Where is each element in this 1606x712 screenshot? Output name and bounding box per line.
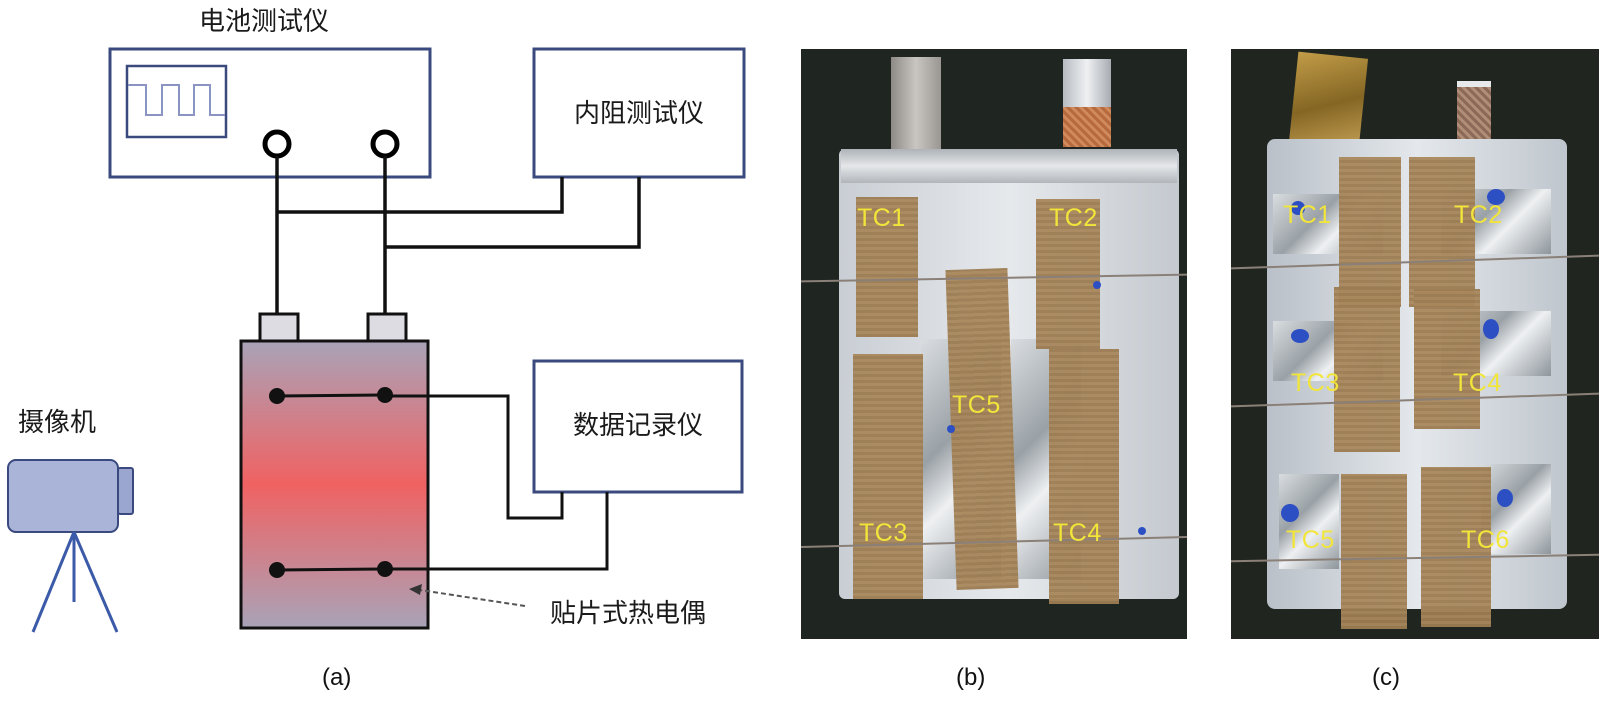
tc-label: TC1 (1283, 201, 1332, 229)
marker-dot (1487, 189, 1505, 205)
tc-label: TC2 (1049, 204, 1098, 232)
marker-dot (1497, 489, 1513, 507)
tc-label: TC2 (1454, 201, 1503, 229)
photo-c-pouch-cell: TC1 TC2 TC3 TC4 TC5 TC6 (1231, 49, 1599, 639)
marker-dot (1138, 527, 1146, 535)
tc-label: TC4 (1053, 519, 1102, 547)
tc-label: TC6 (1461, 526, 1510, 554)
square-wave-icon (128, 84, 225, 116)
foil-patch (1481, 464, 1551, 554)
terminal-positive-icon (262, 129, 292, 159)
data-logger-label: 数据记录仪 (573, 411, 703, 441)
tab-left (891, 57, 941, 152)
caption-c: (c) (1372, 664, 1400, 691)
terminal-negative-icon (370, 129, 400, 159)
thermocouple-wires (385, 394, 609, 571)
tc-label: TC1 (857, 204, 906, 232)
tape-tc1 (856, 197, 918, 337)
marker-dot (1483, 319, 1499, 339)
caption-b: (b) (956, 664, 986, 691)
schematic-diagram: 电池测试仪 内阻测试仪 数据记录仪 贴片式热电偶 摄像机 (7, 7, 746, 633)
tc-label: TC3 (859, 519, 908, 547)
thermocouple-top (269, 387, 393, 404)
tape-tc1 (1339, 157, 1401, 307)
caption-a: (a) (322, 664, 352, 691)
camera-icon (7, 459, 134, 633)
battery-tab-left (258, 312, 300, 343)
tc-label: TC5 (952, 391, 1001, 419)
tc-label: TC3 (1291, 369, 1340, 397)
tape-tc2 (1036, 199, 1100, 349)
tape-tc4 (1414, 289, 1480, 429)
tape-tc2 (1409, 157, 1475, 307)
thermocouple-pointer-arrow (409, 584, 526, 607)
tc-label: TC4 (1453, 369, 1502, 397)
marker-dot (1291, 329, 1309, 343)
marker-dot (1281, 504, 1299, 522)
oscilloscope-screen-icon (125, 64, 228, 139)
camera-label: 摄像机 (18, 408, 96, 438)
photo-b-pouch-cell: TC1 TC2 TC3 TC4 TC5 (801, 49, 1187, 639)
thermocouple-label: 贴片式热电偶 (550, 599, 706, 629)
tab-right-copper (1063, 107, 1111, 147)
marker-dot (947, 425, 955, 433)
tape-tc6 (1421, 467, 1491, 627)
power-wires (275, 156, 641, 314)
battery-cell (239, 339, 430, 630)
tape-tc3 (853, 354, 923, 599)
internal-resistance-tester-label: 内阻测试仪 (574, 99, 704, 129)
battery-tester-label: 电池测试仪 (199, 7, 329, 37)
marker-dot (1291, 201, 1305, 215)
tab-right (1457, 81, 1491, 147)
tape-tc5 (1341, 474, 1407, 629)
internal-resistance-tester-box (532, 47, 746, 179)
top-seal (841, 149, 1177, 183)
tape-tc4 (1049, 349, 1119, 604)
marker-dot (1093, 281, 1101, 289)
data-logger-box (532, 359, 744, 494)
tape-tc3 (1334, 287, 1400, 452)
tc-label: TC5 (1286, 526, 1335, 554)
battery-tab-right (366, 312, 408, 343)
tab-right (1063, 59, 1111, 107)
